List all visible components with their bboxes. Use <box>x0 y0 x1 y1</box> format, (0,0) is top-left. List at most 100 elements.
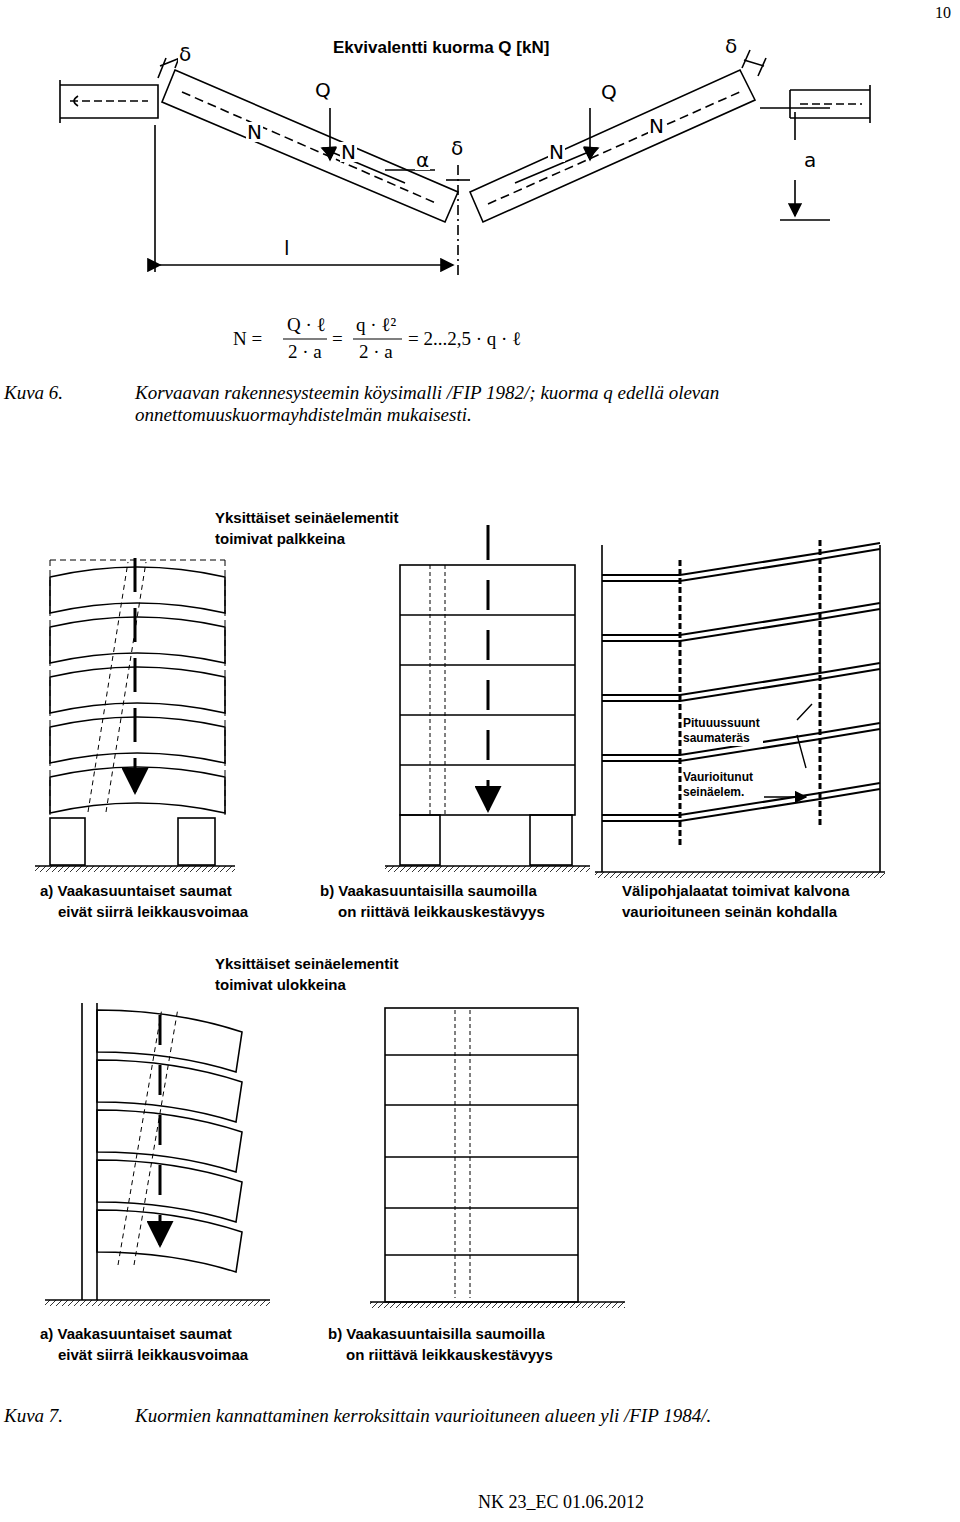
text-label: 2 · a <box>359 341 393 363</box>
label-box: Q <box>314 80 332 100</box>
text-label: N = <box>233 328 262 350</box>
text-label: Q · ℓ <box>287 314 326 336</box>
text-label: N <box>548 142 565 162</box>
label-box: b) Vaakasuuntaisilla saumoilla on riittä… <box>320 880 548 922</box>
text-label: Q <box>314 80 332 100</box>
wall-edge <box>602 545 880 872</box>
wall-element <box>50 717 225 763</box>
text-label: N <box>246 122 263 142</box>
text-label: δ <box>178 44 192 64</box>
label-box: a) Vaakasuuntaiset saumat eivät siirrä l… <box>40 1323 252 1365</box>
text-label: b) Vaakasuuntaisilla saumoilla on riittä… <box>328 1323 556 1365</box>
text-label: Yksittäiset seinäelementit toimivat palk… <box>215 507 402 549</box>
dimension-line <box>160 264 453 266</box>
dimension-extension <box>760 108 830 220</box>
beam-walls <box>35 558 235 872</box>
label-box: 2 · a <box>359 341 393 363</box>
label-box: l <box>283 238 291 258</box>
ground-line <box>595 871 885 873</box>
joint-rebar <box>680 540 820 845</box>
wall-element <box>97 1010 242 1072</box>
text-label: a) Vaakasuuntaiset saumat eivät siirrä l… <box>40 1323 252 1365</box>
ground-line <box>35 865 235 867</box>
label-box: δ <box>450 138 464 158</box>
left-stub-bar <box>70 100 148 102</box>
label-box: δ <box>724 36 738 56</box>
text-label: α <box>415 150 430 170</box>
text-label: Ekvivalentti kuorma Q [kN] <box>333 38 549 58</box>
text-label: N <box>648 116 665 136</box>
text-label: δ <box>450 138 464 158</box>
left-stub <box>60 80 158 123</box>
label-box: q · ℓ² <box>356 314 396 336</box>
wall-outline <box>385 1008 578 1302</box>
label-box: Yksittäiset seinäelementit toimivat palk… <box>215 507 402 549</box>
label-box: Vaurioitunut seinäelem. <box>683 770 756 800</box>
wall-element <box>50 667 225 713</box>
label-box: N <box>648 116 665 136</box>
text-label: NK 23_EC 01.06.2012 <box>478 1492 644 1513</box>
axis-line <box>457 165 459 276</box>
right-beam-bar <box>488 91 742 204</box>
cable-model <box>60 50 870 339</box>
text-label: q · ℓ² <box>356 314 396 336</box>
shear-zone <box>88 562 146 812</box>
floor-slab <box>602 663 880 701</box>
floor-slab <box>602 603 880 641</box>
right-beam <box>470 70 755 222</box>
load-arrow <box>159 1015 162 1245</box>
load-arrow <box>134 558 137 792</box>
ground-hatch <box>385 866 590 872</box>
left-beam <box>162 70 458 222</box>
label-box: N <box>340 142 357 162</box>
wall-element <box>97 1060 242 1122</box>
footing <box>178 818 215 865</box>
label-box: 10 <box>935 4 951 22</box>
wall-element <box>50 567 225 613</box>
shear-zone <box>455 1010 470 1298</box>
label-box: Kuva 7. <box>4 1405 63 1427</box>
wall-element <box>50 617 225 663</box>
text-label: Kuva 6. <box>4 382 63 404</box>
label-box: α <box>415 150 430 170</box>
dimension-line <box>154 125 156 272</box>
label-box: Kuva 6. <box>4 382 63 404</box>
cantilever-walls <box>45 1003 270 1306</box>
horizontal-joints <box>385 1055 578 1255</box>
text-label: l <box>283 238 291 258</box>
ground-line <box>45 1299 270 1301</box>
label-box: 2 · a <box>288 341 322 363</box>
ground-hatch <box>595 872 885 878</box>
footing <box>530 815 572 865</box>
ground-hatch <box>370 1302 625 1308</box>
label-box: NK 23_EC 01.06.2012 <box>478 1492 644 1513</box>
dimension-line <box>794 112 796 216</box>
text-label: = 2...2,5 · q · ℓ <box>408 328 521 350</box>
original-outline <box>50 560 225 815</box>
text-label: = <box>332 328 343 350</box>
shear-cantilever-walls <box>370 1008 625 1308</box>
text-label: Pituuussuunt saumateräs <box>683 716 763 746</box>
text-label: Välipohjalaatat toimivat kalvona vaurioi… <box>622 880 853 922</box>
text-label: Kuva 7. <box>4 1405 63 1427</box>
label-box: δ <box>178 44 192 64</box>
right-stub <box>790 85 870 123</box>
label-box: a) Vaakasuuntaiset saumat eivät siirrä l… <box>40 880 252 922</box>
floor-slab <box>602 543 880 581</box>
label-box: N = <box>233 328 262 350</box>
ground-line <box>370 1301 625 1303</box>
slab-diaphragm <box>595 540 885 878</box>
label-box: Q <box>600 82 618 102</box>
label-box: N <box>548 142 565 162</box>
label-box: Korvaavan rakennesysteemin köysimalli /F… <box>135 382 723 426</box>
text-label: δ <box>724 36 738 56</box>
text-label: a <box>803 150 817 170</box>
label-box: Pituuussuunt saumateräs <box>683 716 763 746</box>
label-box: b) Vaakasuuntaisilla saumoilla on riittä… <box>328 1323 556 1365</box>
leader-arrow <box>764 704 812 797</box>
ground-hatch <box>45 1300 270 1306</box>
wall-element <box>97 1110 242 1172</box>
label-box: = <box>332 328 343 350</box>
